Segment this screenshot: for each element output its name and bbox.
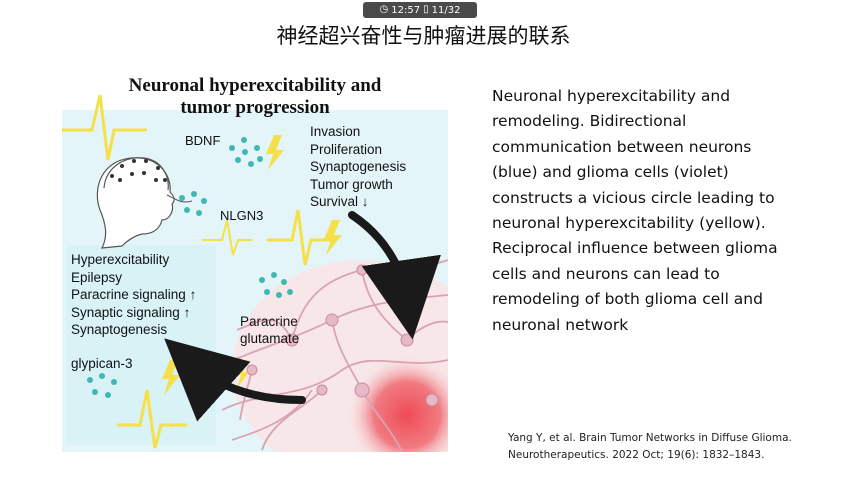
molecule-cluster-nlgn3 (179, 191, 207, 216)
outcome-item: Proliferation (310, 141, 383, 157)
figure-title: Neuronal hyperexcitability and tumor pro… (62, 75, 448, 119)
page-icon: ▯ (423, 4, 429, 15)
status-bar: ◷ 12:57 ▯ 11/32 (363, 2, 477, 18)
molecule-clusters (87, 137, 293, 398)
eeg-electrodes (110, 159, 167, 182)
figure-title-line1: Neuronal hyperexcitability and (128, 75, 382, 96)
figure-title-line2: tumor progression (180, 97, 330, 118)
outcome-item: Survival ↓ (310, 194, 369, 209)
molecule-cluster-glypican (87, 373, 117, 398)
lightning-2 (324, 220, 342, 255)
effect-item: Hyperexcitability (71, 252, 170, 267)
citation-line2: Neurotherapeutics. 2022 Oct; 19(6): 1832… (508, 449, 765, 461)
neuron-body-6 (246, 364, 258, 376)
eeg-cap (103, 157, 169, 191)
effect-item: Epilepsy (71, 269, 123, 285)
effect-item: Paracrine signaling ↑ (71, 287, 197, 302)
lightning-1 (266, 135, 284, 170)
neuron-body-4 (400, 333, 414, 347)
slide-description: Neuronal hyperexcitability and remodelin… (492, 87, 778, 334)
outcome-list: Invasion Proliferation Synaptogenesis Tu… (310, 123, 406, 211)
slide-title: 神经超兴奋性与肿瘤进展的联系 (276, 24, 571, 48)
neuron-body-2 (325, 313, 339, 327)
spike-group (62, 94, 337, 449)
effect-item: Synaptogenesis (71, 322, 168, 337)
arrow-right-curve (348, 211, 441, 340)
neuron-body-1 (285, 333, 299, 347)
status-time: 12:57 (391, 4, 421, 16)
outcome-item: Synaptogenesis (310, 159, 407, 174)
status-page-counter: 11/32 (431, 4, 461, 16)
label-paracrine-glutamate: Paracrine glutamate (240, 313, 299, 347)
effect-item: Synaptic signaling ↑ (71, 304, 191, 320)
outcome-item: Tumor growth (310, 176, 393, 192)
eeg-cable (166, 194, 193, 203)
figure-panel: Neuronal hyperexcitability and tumor pro… (62, 70, 448, 452)
spike-2 (267, 209, 337, 266)
label-paracrine: Paracrine (240, 314, 298, 329)
spike-1 (62, 94, 147, 161)
label-bdnf: BDNF (185, 133, 221, 148)
spike-3 (117, 389, 187, 449)
effects-list: Hyperexcitability Epilepsy Paracrine sig… (71, 251, 196, 339)
molecule-cluster-bdnf (229, 137, 263, 167)
label-glypican: glypican-3 (71, 356, 133, 371)
arrow-left-curve (164, 338, 306, 422)
citation: Yang Y, et al. Brain Tumor Networks in D… (508, 430, 838, 464)
tumor-core (347, 355, 448, 452)
label-nlgn3: NLGN3 (220, 208, 264, 223)
outcome-item: Invasion (310, 124, 361, 139)
spike-4 (202, 219, 252, 256)
neuron-body-5 (356, 264, 368, 276)
neuron-body-3 (354, 382, 370, 398)
neuron-body-7 (316, 384, 328, 396)
citation-line1: Yang Y, et al. Brain Tumor Networks in D… (508, 432, 792, 444)
clock-icon: ◷ (379, 4, 389, 15)
label-glutamate: glutamate (240, 331, 300, 346)
molecule-cluster-glutamate (259, 272, 293, 298)
figure-illustration (62, 94, 448, 452)
neuron-body-8 (425, 393, 439, 407)
